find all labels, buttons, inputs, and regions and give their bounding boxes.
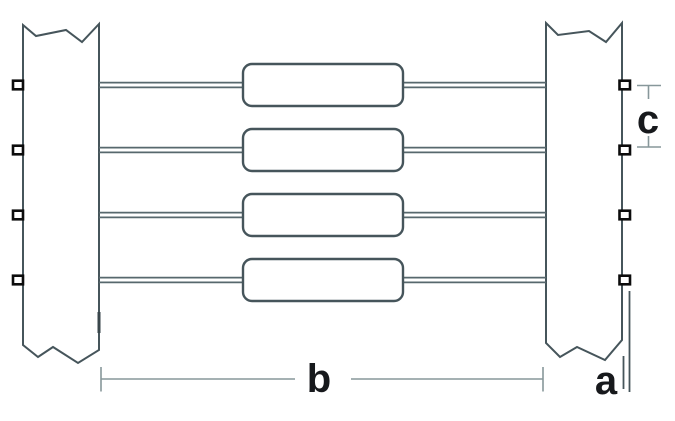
terminal-clip [618, 209, 632, 221]
insulator [241, 192, 405, 238]
insulators [241, 62, 405, 303]
right-terminals [618, 79, 632, 286]
insulator [241, 257, 405, 303]
terminal-clip [618, 274, 632, 286]
wires [99, 81, 546, 284]
label-c: c [637, 98, 659, 142]
insulator [241, 127, 405, 173]
terminal-clip [11, 79, 25, 91]
right-post [545, 20, 623, 362]
label-b: b [307, 357, 331, 401]
terminal-clip [11, 274, 25, 286]
insulator [241, 62, 405, 108]
label-a: a [595, 359, 618, 403]
dimension-c: c [637, 84, 661, 148]
left-terminals [11, 79, 25, 286]
dimension-a: a [595, 291, 631, 403]
terminal-clip [11, 144, 25, 156]
dimension-b: b [100, 357, 544, 401]
terminal-clip [618, 144, 632, 156]
terminal-clip [618, 79, 632, 91]
terminal-clip [11, 209, 25, 221]
left-post [22, 21, 100, 365]
